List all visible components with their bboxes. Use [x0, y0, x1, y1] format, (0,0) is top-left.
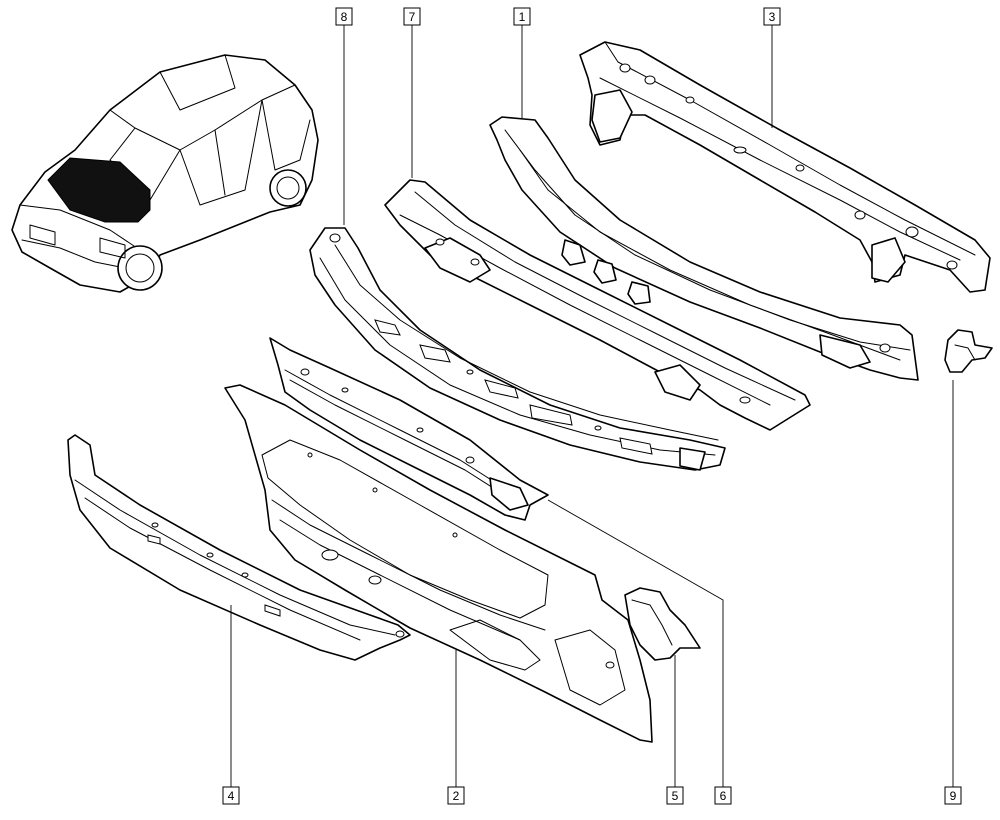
part-6-dash-upper-strip: [269, 337, 549, 521]
callout-7: 7: [403, 7, 421, 26]
callout-7-label: 7: [409, 10, 416, 24]
callout-9: 9: [944, 786, 962, 805]
callout-3: 3: [763, 7, 781, 26]
part-3-cross-member: [579, 41, 991, 293]
callout-4: 4: [222, 786, 240, 805]
callout-1: 1: [513, 7, 531, 26]
callout-6-label: 6: [720, 789, 727, 803]
part-4-lower-cross-member: [67, 434, 411, 661]
callout-2: 2: [447, 786, 465, 805]
callout-1-label: 1: [519, 10, 526, 24]
callout-8: 8: [335, 7, 353, 26]
callout-3-label: 3: [769, 10, 776, 24]
part-2-bulkhead-panel: [224, 384, 653, 743]
callout-5: 5: [666, 786, 684, 805]
part-7-scuttle-lower-panel: [384, 179, 811, 431]
callout-6: 6: [714, 786, 732, 805]
part-5-side-bracket: [624, 587, 701, 661]
callout-4-label: 4: [228, 789, 235, 803]
part-8-scuttle-grille: [309, 227, 726, 471]
part-1-scuttle-upper-panel: [489, 116, 919, 381]
callout-2-label: 2: [453, 789, 460, 803]
callout-8-label: 8: [341, 10, 348, 24]
leader-lines: [230, 25, 954, 787]
hood-highlight: [47, 157, 151, 223]
part-9-small-bracket: [944, 329, 993, 373]
callout-9-label: 9: [950, 789, 957, 803]
vehicle-locator-illustration: [11, 54, 319, 293]
callout-5-label: 5: [672, 789, 679, 803]
